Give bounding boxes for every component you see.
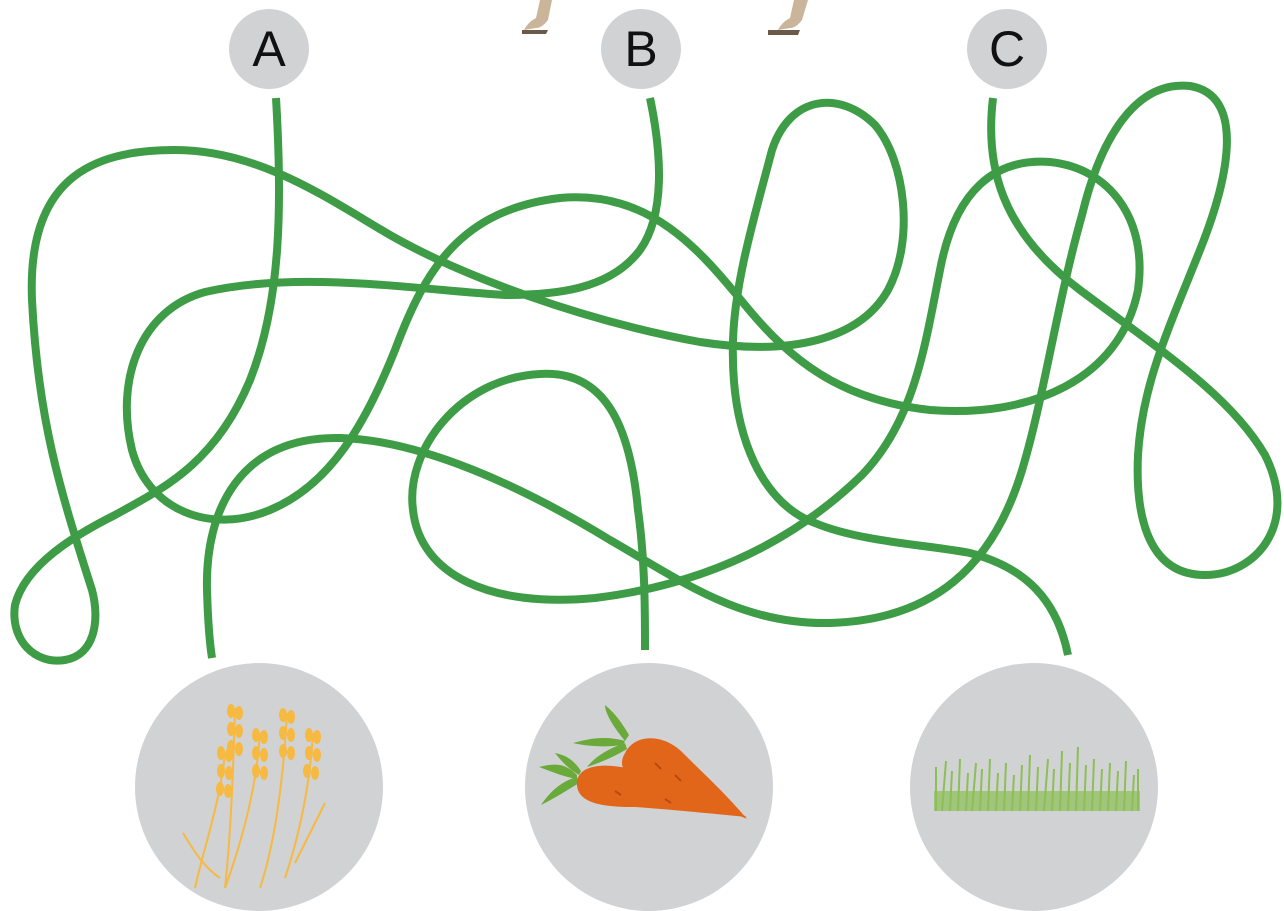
maze-path-a[interactable] (10, 97, 1072, 665)
start-label-a: A (252, 21, 286, 77)
maze-path-b[interactable] (122, 97, 1144, 651)
grass-icon (934, 746, 1140, 812)
animal-legs-decoration (522, 0, 808, 35)
wheat-icon (182, 704, 326, 889)
maze-path-c[interactable] (202, 81, 1282, 659)
goal-wheat[interactable] (135, 663, 383, 911)
goal-carrots[interactable] (525, 663, 773, 911)
start-point-a[interactable]: A (229, 9, 309, 89)
carrots-icon (539, 705, 747, 819)
start-point-b[interactable]: B (601, 9, 681, 89)
goal-grass[interactable] (910, 663, 1158, 911)
start-label-b: B (624, 21, 658, 77)
start-label-c: C (988, 21, 1026, 77)
start-point-c[interactable]: C (967, 9, 1047, 89)
